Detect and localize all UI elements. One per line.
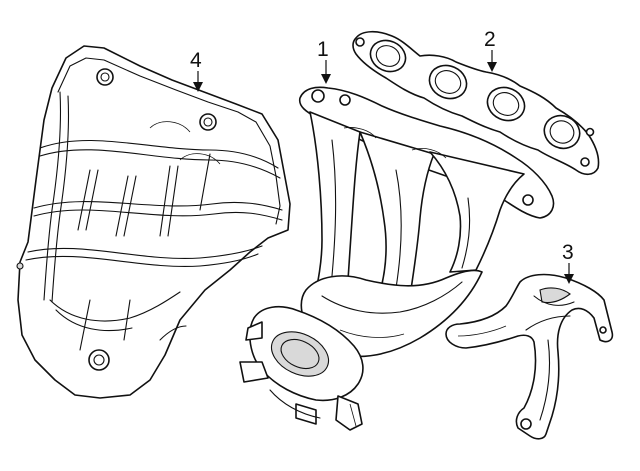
- exhaust-manifold-part-1[interactable]: [239, 86, 555, 431]
- manifold-gasket-part-2[interactable]: [352, 30, 600, 176]
- callout-1: 1: [317, 38, 331, 84]
- callout-4: 4: [190, 49, 203, 92]
- callout-arrow-2: [487, 62, 497, 72]
- heat-shield-part-4[interactable]: [16, 45, 291, 399]
- callout-arrow-3: [564, 274, 574, 284]
- callout-2: 2: [484, 28, 497, 72]
- callout-3: 3: [562, 241, 574, 284]
- callout-label-4: 4: [190, 49, 202, 72]
- callout-arrow-1: [321, 74, 331, 84]
- manifold-bracket-part-3[interactable]: [445, 273, 614, 440]
- callout-label-3: 3: [562, 241, 574, 264]
- callout-arrow-4: [193, 82, 203, 92]
- callout-label-1: 1: [317, 38, 329, 61]
- callout-label-2: 2: [484, 28, 496, 51]
